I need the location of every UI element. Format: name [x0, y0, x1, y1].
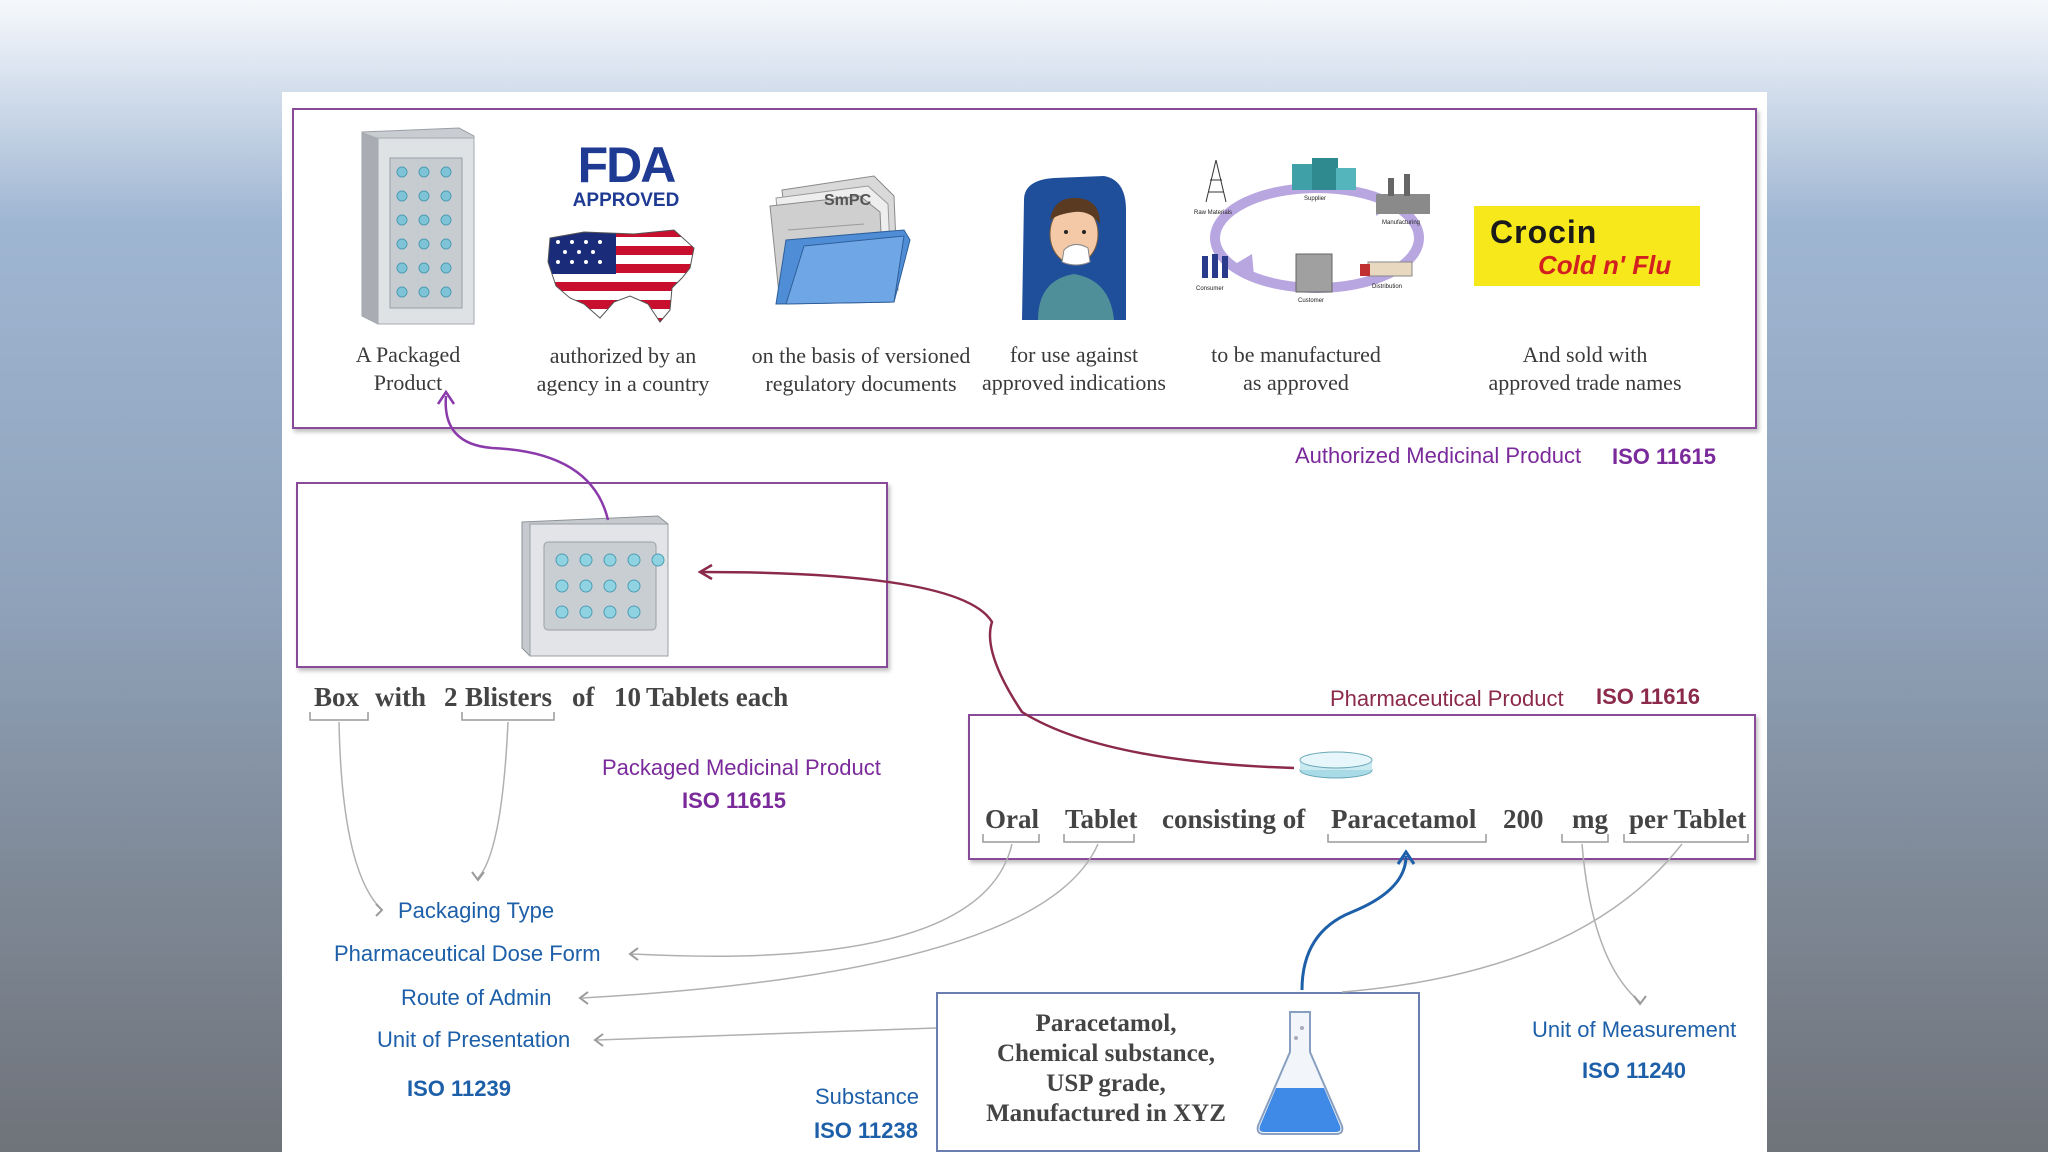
word-tablets-each: Tablets each — [646, 682, 789, 712]
panel-caption-manufactured: to be manufactured as approved — [1211, 342, 1381, 395]
svg-text:Supplier: Supplier — [1304, 196, 1326, 202]
word-unit: mg — [1572, 804, 1608, 834]
packaged-product-iso: ISO 11615 — [682, 788, 786, 813]
word-tablet: Tablet — [1065, 804, 1138, 834]
svg-text:Distribution: Distribution — [1372, 284, 1402, 290]
panel-caption-agency: authorized by an agency in a country — [536, 343, 710, 396]
measurement-iso: ISO 11240 — [1582, 1058, 1686, 1083]
substance-line-4: Manufactured in XYZ — [986, 1100, 1226, 1127]
svg-text:Manufacturing: Manufacturing — [1382, 220, 1420, 226]
tablet-icon — [1296, 750, 1376, 780]
slide: A Packaged Product FDA APPROVED — [282, 92, 1767, 1152]
sick-person-icon — [1014, 170, 1134, 320]
word-blister-count: 2 — [444, 682, 458, 712]
substance-line-3: USP grade, — [1046, 1070, 1166, 1097]
smpc-tab-text: SmPC — [824, 192, 872, 209]
word-tablet-count: 10 — [614, 682, 641, 712]
fda-approved-text: APPROVED — [572, 190, 680, 211]
authorized-product-title: Authorized Medicinal Product — [1295, 443, 1582, 468]
word-consisting-of: consisting of — [1162, 804, 1306, 834]
packaged-product-box-icon — [354, 122, 475, 325]
fda-logo-text: FDA — [577, 137, 677, 193]
panel-caption-documents: on the basis of versioned regulatory doc… — [751, 343, 971, 396]
packaged-product-title: Packaged Medicinal Product — [602, 755, 881, 780]
iso-11239: ISO 11239 — [407, 1076, 511, 1101]
fda-approved-map-icon: FDA APPROVED — [544, 140, 704, 340]
word-box: Box — [314, 682, 360, 712]
substance-iso: ISO 11238 — [814, 1118, 918, 1143]
svg-text:Customer: Customer — [1298, 298, 1324, 304]
crocin-brand-text: Crocin — [1490, 214, 1598, 250]
pharmaceutical-product-iso: ISO 11616 — [1596, 684, 1700, 709]
substance-line-1: Paracetamol, — [1035, 1010, 1177, 1037]
word-oral: Oral — [985, 804, 1039, 834]
panel-caption-packaged: A Packaged Product — [355, 342, 461, 395]
word-amount: 200 — [1503, 804, 1544, 834]
crocin-variant-text: Cold n' Flu — [1538, 250, 1672, 280]
label-route-of-admin: Route of Admin — [401, 985, 552, 1010]
word-per-tablet: per Tablet — [1629, 804, 1747, 834]
packaged-product-box — [296, 482, 888, 668]
authorized-product-box: A Packaged Product FDA APPROVED — [292, 108, 1757, 429]
crocin-logo-icon: Crocin Cold n' Flu — [1474, 206, 1700, 286]
label-dose-form: Pharmaceutical Dose Form — [334, 941, 601, 966]
pharmaceutical-product-title: Pharmaceutical Product — [1330, 686, 1564, 711]
panel-caption-indications: for use against approved indications — [982, 342, 1166, 395]
word-with: with — [375, 682, 427, 712]
measurement-title: Unit of Measurement — [1532, 1017, 1737, 1042]
substance-line-2: Chemical substance, — [996, 1040, 1216, 1067]
word-blisters: Blisters — [465, 682, 552, 712]
authorized-product-iso: ISO 11615 — [1612, 444, 1716, 469]
substance-box: Paracetamol, Chemical substance, USP gra… — [936, 992, 1420, 1152]
substance-title: Substance — [815, 1084, 919, 1109]
svg-text:Consumer: Consumer — [1196, 286, 1224, 292]
word-of: of — [572, 682, 595, 712]
svg-text:Raw Materials: Raw Materials — [1194, 210, 1232, 216]
label-packaging-type: Packaging Type — [398, 898, 555, 923]
label-unit-of-presentation: Unit of Presentation — [377, 1027, 571, 1052]
smpc-folder-icon: SmPC — [764, 170, 924, 310]
blister-box-icon — [521, 515, 672, 657]
word-paracetamol: Paracetamol — [1331, 804, 1477, 834]
flask-icon — [1250, 1008, 1350, 1138]
pharmaceutical-product-box — [968, 714, 1756, 860]
panel-caption-trade-names: And sold with approved trade names — [1488, 342, 1682, 395]
